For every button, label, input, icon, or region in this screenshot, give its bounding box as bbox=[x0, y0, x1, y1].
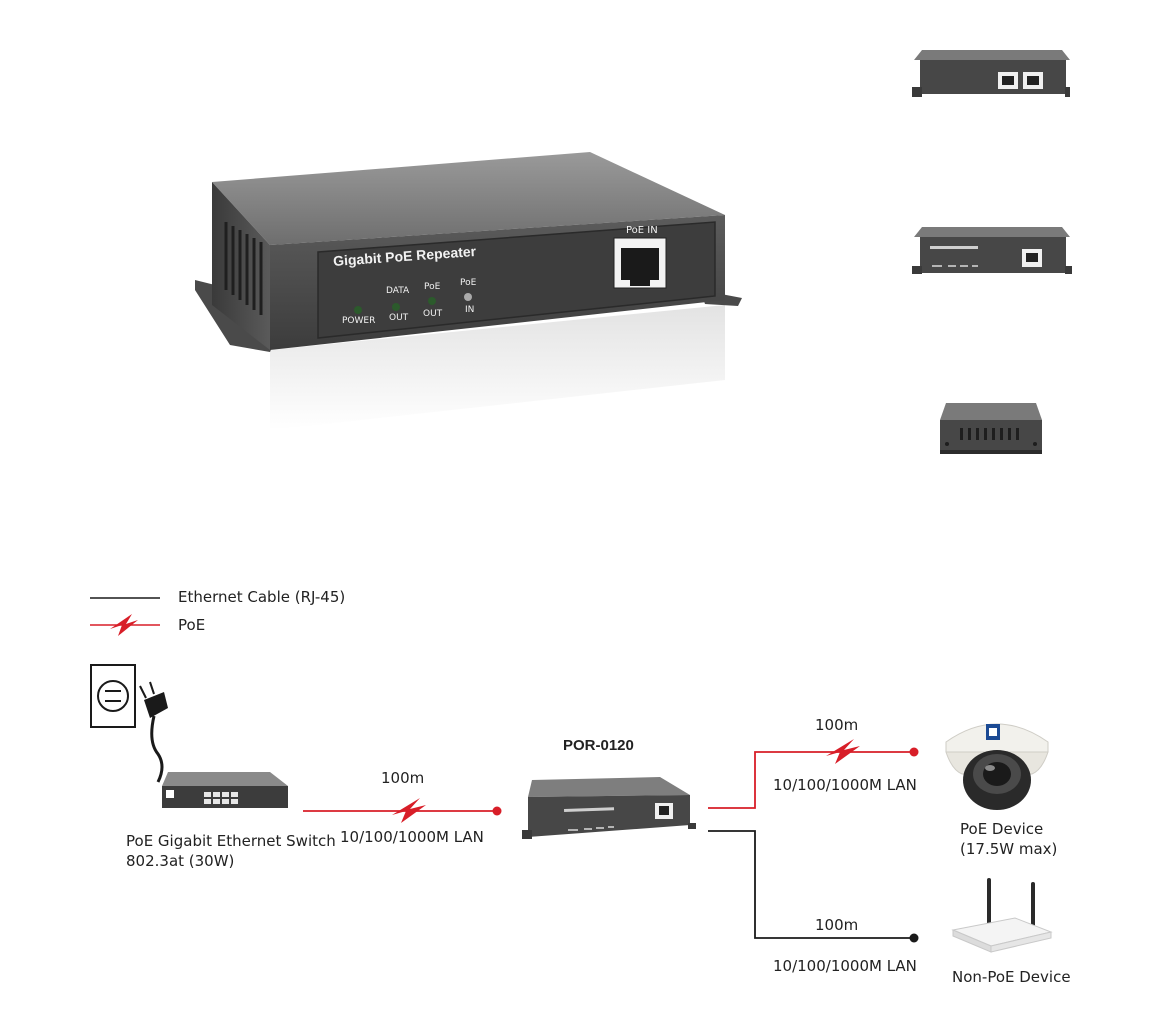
link-poe-distance: 100m bbox=[815, 716, 859, 734]
repeater-diagram-image bbox=[522, 777, 696, 839]
legend-poe-label: PoE bbox=[178, 616, 206, 634]
link-in-distance: 100m bbox=[381, 769, 425, 787]
link-in-speed: 10/100/1000M LAN bbox=[340, 828, 484, 846]
link-eth-speed: 10/100/1000M LAN bbox=[773, 957, 917, 975]
power-outlet-icon bbox=[90, 664, 168, 783]
non-poe-device-label: Non-PoE Device bbox=[952, 968, 1071, 986]
poe-bolt-icon bbox=[826, 739, 860, 764]
model-label: POR-0120 bbox=[563, 737, 634, 754]
led-label-poe-out-top: PoE bbox=[424, 282, 441, 292]
poe-link-out-endpoint bbox=[909, 747, 919, 757]
link-eth-distance: 100m bbox=[815, 916, 859, 934]
poe-switch-image bbox=[162, 772, 288, 808]
front-view-image bbox=[912, 227, 1072, 274]
led-label-poe-in-bottom: IN bbox=[465, 305, 475, 315]
led-label-power-bottom: POWER bbox=[342, 316, 376, 326]
non-poe-device-router-image bbox=[951, 878, 1053, 953]
poe-link-in-endpoint bbox=[492, 806, 502, 816]
switch-label-line1: PoE Gigabit Ethernet Switch bbox=[126, 832, 336, 850]
port-label: PoE IN bbox=[626, 225, 658, 236]
poe-bolt-icon bbox=[110, 614, 138, 636]
led-label-data-bottom: OUT bbox=[389, 313, 409, 323]
link-poe-speed: 10/100/1000M LAN bbox=[773, 776, 917, 794]
led-label-data-top: DATA bbox=[386, 286, 410, 296]
poe-device-camera-image bbox=[945, 723, 1049, 810]
poe-device-label-line2: (17.5W max) bbox=[960, 840, 1058, 858]
ethernet-link-out-endpoint bbox=[909, 933, 919, 943]
switch-label-line2: 802.3at (30W) bbox=[126, 852, 235, 870]
main-product-image bbox=[195, 152, 742, 430]
led-label-poe-out-bottom: OUT bbox=[423, 309, 443, 319]
led-label-poe-in-top: PoE bbox=[460, 278, 477, 288]
side-view-image bbox=[940, 403, 1042, 454]
poe-device-label-line1: PoE Device bbox=[960, 820, 1044, 838]
poe-bolt-icon bbox=[392, 798, 426, 823]
ethernet-link-out bbox=[708, 830, 914, 939]
rear-view-image bbox=[912, 50, 1070, 97]
legend-ethernet-label: Ethernet Cable (RJ-45) bbox=[178, 588, 346, 606]
legend-symbols bbox=[90, 597, 160, 636]
